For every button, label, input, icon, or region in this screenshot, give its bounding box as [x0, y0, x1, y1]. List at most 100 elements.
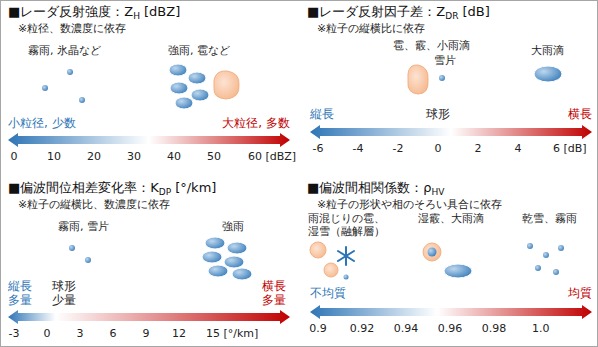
label-text: ■偏波間相関係数：ρ	[307, 180, 432, 195]
scale-end-label: 縦長 多量	[8, 279, 36, 308]
scale-end-label: 不均質	[310, 286, 346, 300]
label-text: 雨混じりの雹、 湿雪（融解層）	[308, 212, 385, 238]
example-label: 霧雨, 氷晶など	[28, 44, 101, 57]
label-text: 大粒径, 多数	[222, 116, 290, 130]
label-text: H	[133, 11, 140, 21]
example-label: 湿霰、大雨滴	[418, 212, 484, 225]
panel-zh-art	[8, 64, 290, 147]
panel-note: ※粒径、数濃度に依存	[18, 22, 126, 35]
label-text: 横長 多量	[262, 279, 286, 307]
tick-label: -4	[353, 142, 364, 155]
tick-label: 40	[167, 150, 181, 163]
label-text: 15 [°/km]	[206, 327, 258, 340]
label-text: 1.0	[532, 322, 550, 335]
label-text: 乾雪、霧雨	[522, 212, 577, 225]
label-text: HV	[432, 187, 445, 197]
label-text: 0.94	[394, 322, 419, 335]
scale-end-label: 縦長	[310, 107, 334, 121]
panel-note: ※粒子の形状や相のそろい具合に依存	[317, 198, 502, 211]
example-label: 雪片	[434, 54, 456, 67]
panel-title: ■レーダ反射因子差：ZDR[dB]	[307, 4, 490, 22]
scale-mid-label: 球形	[426, 107, 450, 121]
label-text: 湿霰、大雨滴	[418, 212, 484, 225]
tick-label: 0	[11, 150, 18, 163]
scale-end-label: 横長 多量	[262, 279, 290, 308]
example-label: 強雨, 雹など	[168, 44, 230, 57]
scale-end-label: 横長	[568, 107, 592, 121]
panel-title: ■レーダ反射強度：ZH [dBZ]	[8, 4, 180, 22]
tick-label: 10	[47, 150, 61, 163]
label-text: 4	[515, 142, 522, 155]
scale-end-label: 均質	[568, 286, 592, 300]
label-text: 均質	[568, 286, 592, 300]
tick-label: 30	[127, 150, 141, 163]
tick-label: 0	[44, 327, 51, 340]
tick-label: 1.0	[532, 322, 550, 335]
tick-label: 15 [°/km]	[206, 327, 258, 340]
tick-label: 0.98	[482, 322, 507, 335]
label-text: 霧雨, 雪片	[58, 220, 109, 233]
panel-zdr-art	[310, 65, 592, 139]
label-text: 0.92	[350, 322, 375, 335]
label-text: 6	[110, 327, 117, 340]
tick-label: 6	[110, 327, 117, 340]
label-text: 50	[207, 150, 221, 163]
label-text: 6 [dB]	[553, 142, 587, 155]
scale-end-label: 大粒径, 多数	[222, 116, 290, 130]
tick-label: 20	[87, 150, 101, 163]
example-label: 雹、霰、小雨滴	[393, 39, 470, 52]
tick-label: 6 [dB]	[553, 142, 587, 155]
panel-kdp-art	[8, 237, 290, 324]
panel-note: ※粒子の縦横比に依存	[317, 22, 425, 35]
label-text: 30	[127, 150, 141, 163]
tick-label: 60 [dBZ]	[248, 150, 296, 163]
panel-rhohv-art	[310, 242, 592, 319]
label-text: ■レーダ反射因子差：Z	[307, 4, 445, 19]
label-text: 0.9	[309, 322, 327, 335]
label-text: 強雨, 雹など	[168, 44, 230, 57]
example-label: 大雨滴	[531, 44, 564, 57]
label-text: [dBZ]	[144, 4, 180, 19]
label-text: 0.96	[438, 322, 463, 335]
tick-label: 0.94	[394, 322, 419, 335]
label-text: 10	[47, 150, 61, 163]
label-text: ※粒子の縦横比、数濃度に依存	[18, 198, 170, 211]
label-text: 縦長 多量	[8, 279, 32, 307]
label-text: 12	[172, 327, 186, 340]
tick-label: 4	[515, 142, 522, 155]
label-text: 2	[475, 142, 482, 155]
label-text: 20	[87, 150, 101, 163]
label-text: [°/km]	[175, 180, 216, 195]
label-text: 雹、霰、小雨滴	[393, 39, 470, 52]
label-text: 強雨	[222, 220, 244, 233]
label-text: 縦長	[310, 107, 334, 121]
label-text: 0.98	[482, 322, 507, 335]
example-label: 雨混じりの雹、 湿雪（融解層）	[308, 212, 396, 238]
panel-title: ■偏波間位相差変化率：KDP[°/km]	[8, 180, 216, 198]
tick-label: -3	[9, 327, 20, 340]
label-text: ※粒子の形状や相のそろい具合に依存	[317, 198, 502, 211]
label-text: ■レーダ反射強度：Z	[8, 4, 133, 19]
label-text: 40	[167, 150, 181, 163]
label-text: 0	[44, 327, 51, 340]
label-text: 球形	[426, 107, 450, 121]
tick-label: 0.92	[350, 322, 375, 335]
scale-mid-label: 球形 少量	[52, 279, 80, 308]
tick-label: 0	[435, 142, 442, 155]
label-text: 横長	[568, 107, 592, 121]
tick-label: -6	[313, 142, 324, 155]
tick-label: 9	[143, 327, 150, 340]
example-label: 霧雨, 雪片	[58, 220, 109, 233]
tick-label: -2	[393, 142, 404, 155]
label-text: 小粒径, 少数	[8, 116, 76, 130]
label-text: [dB]	[462, 4, 489, 19]
example-label: 強雨	[222, 220, 244, 233]
label-text: 霧雨, 氷晶など	[28, 44, 101, 57]
label-text: -4	[353, 142, 364, 155]
label-text: 球形 少量	[52, 279, 76, 307]
label-text: 不均質	[310, 286, 346, 300]
label-text: -2	[393, 142, 404, 155]
label-text: 0	[435, 142, 442, 155]
label-text: -3	[9, 327, 20, 340]
